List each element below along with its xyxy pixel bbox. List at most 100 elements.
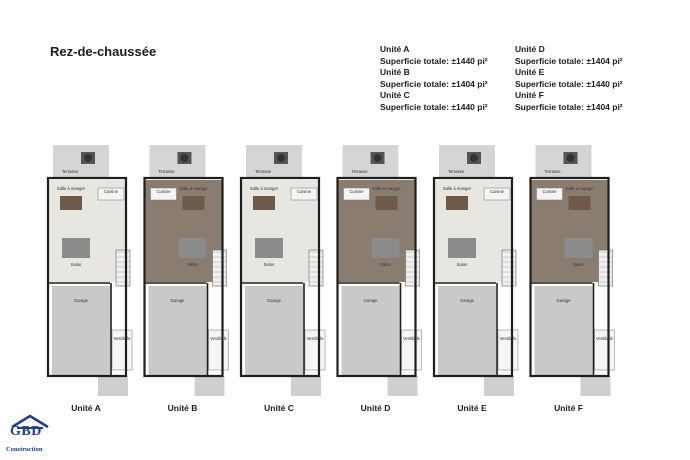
kitchen-counter — [290, 187, 318, 201]
kitchen-counter — [343, 187, 370, 201]
kitchen-label: Cuisine — [157, 189, 172, 194]
stair-core — [212, 249, 227, 287]
dining-table — [182, 196, 205, 210]
kitchen-counter — [536, 187, 563, 201]
stair-core — [598, 249, 613, 287]
patio-chair — [566, 154, 575, 162]
specs-column-right: Unité D Superficie totale: ±1404 pi² Uni… — [515, 44, 623, 113]
unit-label: Unité C — [264, 403, 294, 413]
garage-label: Garage — [460, 298, 475, 303]
terrace-label: Terrasse — [255, 169, 272, 174]
stair-core — [501, 249, 517, 287]
stair-core — [405, 249, 420, 287]
unit-label: Unité A — [71, 403, 101, 413]
kitchen-label: Cuisine — [350, 189, 365, 194]
dining-label: Salle à manger — [443, 186, 472, 191]
terrace-label: Terrasse — [544, 169, 561, 174]
garage-label: Garage — [557, 298, 572, 303]
kitchen-label: Cuisine — [297, 189, 312, 194]
entry-step — [98, 376, 128, 396]
spec-unit-f-name: Unité F — [515, 90, 544, 100]
garage-label: Garage — [364, 298, 379, 303]
garage-label: Garage — [74, 298, 89, 303]
spec-unit-d-area: Superficie totale: ±1404 pi² — [515, 55, 623, 66]
entry-step — [291, 376, 321, 396]
living-room-label: Salon — [380, 262, 391, 267]
sofa — [564, 238, 593, 258]
garage-area — [148, 286, 207, 376]
stair-core — [308, 249, 324, 287]
patio-chair — [180, 154, 189, 162]
dining-table — [253, 196, 275, 210]
stair-core — [115, 249, 131, 287]
gbd-logo-icon — [11, 414, 49, 429]
entry-step — [387, 376, 418, 396]
vestibule-label: Vestibule — [307, 336, 325, 341]
living-room-label: Salon — [264, 262, 275, 267]
sofa — [448, 238, 476, 258]
kitchen-label: Cuisine — [490, 189, 505, 194]
garage-area — [52, 286, 110, 376]
living-room-label: Salon — [71, 262, 82, 267]
vestibule-label: Vestibule — [500, 336, 518, 341]
unit-label: Unité D — [360, 403, 391, 413]
vestibule-label: Vestibule — [210, 336, 228, 341]
exterior-wall — [143, 176, 224, 378]
kitchen-label: Cuisine — [543, 189, 558, 194]
spec-unit-e-area: Superficie totale: ±1440 pi² — [515, 78, 623, 89]
garage-label: Garage — [171, 298, 186, 303]
spec-unit-c-name: Unité C — [380, 90, 410, 100]
patio-chair — [84, 154, 92, 162]
terrace-label: Terrasse — [158, 169, 175, 174]
entry-step — [580, 376, 611, 396]
spec-unit-c-area: Superficie totale: ±1440 pi² — [380, 101, 488, 112]
exterior-wall — [336, 176, 417, 378]
garage-area — [245, 286, 303, 376]
dining-table — [375, 196, 398, 210]
sofa — [255, 238, 283, 258]
logo-subtitle: Construction — [6, 446, 43, 453]
patio-chair — [373, 154, 382, 162]
patio-chair — [277, 154, 285, 162]
dining-label: Salle à manger — [179, 186, 208, 191]
kitchen-counter — [150, 187, 177, 201]
kitchen-counter — [97, 187, 125, 201]
living-room-label: Salon — [457, 262, 468, 267]
garage-area — [438, 286, 496, 376]
sofa — [371, 238, 400, 258]
vestibule-label: Vestibule — [114, 336, 132, 341]
spec-unit-b-name: Unité B — [380, 67, 410, 77]
sofa — [62, 238, 90, 258]
spec-unit-a-name: Unité A — [380, 44, 410, 54]
spec-unit-d-name: Unité D — [515, 44, 545, 54]
exterior-wall — [239, 176, 321, 378]
unit-label: Unité F — [554, 403, 583, 413]
kitchen-label: Cuisine — [104, 189, 119, 194]
dining-label: Salle à manger — [250, 186, 279, 191]
terrace-label: Terrasse — [351, 169, 368, 174]
entry-step — [194, 376, 225, 396]
dining-table — [446, 196, 468, 210]
terrace-label: Terrasse — [448, 169, 465, 174]
vestibule-label: Vestibule — [596, 336, 614, 341]
living-room-label: Salon — [187, 262, 198, 267]
terrace-label: Terrasse — [62, 169, 79, 174]
dining-label: Salle à manger — [372, 186, 401, 191]
entry-step — [484, 376, 514, 396]
garage-label: Garage — [267, 298, 282, 303]
spec-unit-f-area: Superficie totale: ±1404 pi² — [515, 101, 623, 112]
page-title: Rez-de-chaussée — [50, 44, 157, 59]
spec-unit-a-area: Superficie totale: ±1440 pi² — [380, 55, 488, 66]
vestibule-label: Vestibule — [403, 336, 421, 341]
dining-table — [60, 196, 82, 210]
dining-label: Salle à manger — [57, 186, 86, 191]
garage-area — [534, 286, 593, 376]
dining-label: Salle à manger — [565, 186, 594, 191]
kitchen-counter — [483, 187, 511, 201]
